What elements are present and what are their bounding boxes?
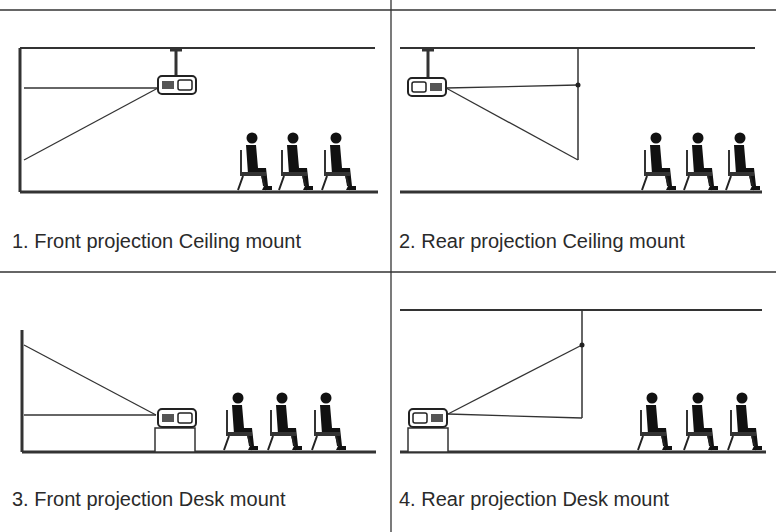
panel-caption: 1. Front projection Ceiling mount [10,229,303,253]
panel-caption: 4. Rear projection Desk mount [397,487,671,511]
panel-caption: 3. Front projection Desk mount [10,487,287,511]
panel-caption: 2. Rear projection Ceiling mount [397,229,687,253]
